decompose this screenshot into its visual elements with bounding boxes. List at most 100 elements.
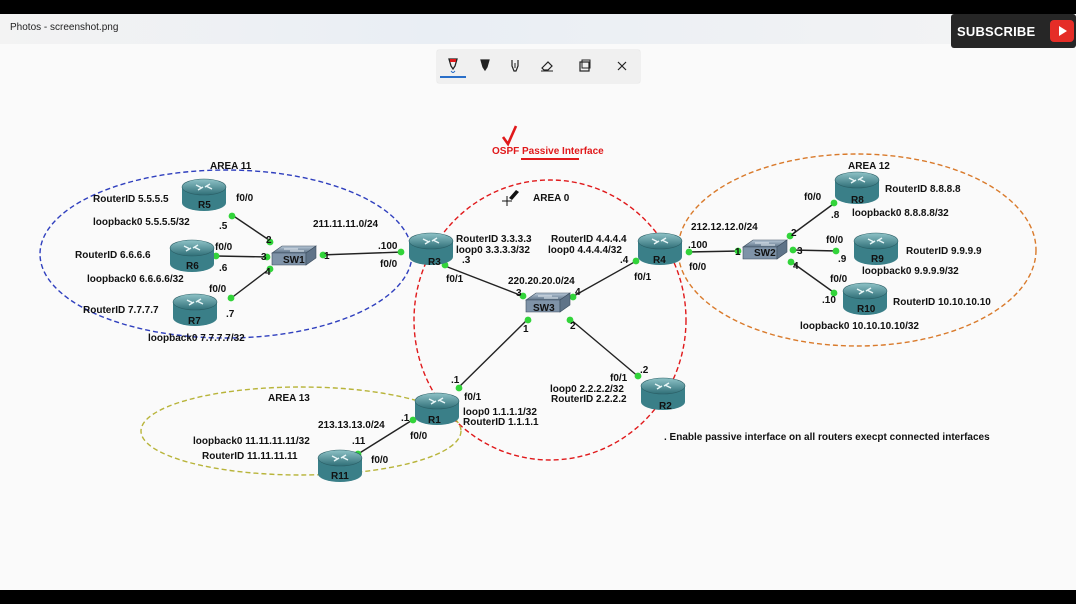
r1-ip-1: .1 (451, 375, 460, 386)
r11-name: R11 (331, 471, 349, 482)
r4-ip-4: .4 (620, 255, 629, 266)
r3-f00: f0/0 (380, 259, 398, 270)
window-title: Photos - screenshot.png (10, 22, 119, 33)
crop-icon (579, 59, 591, 72)
r4-ip-100: .100 (688, 240, 708, 251)
r7-interface: f0/0 (209, 284, 227, 295)
sw2-name: SW2 (754, 248, 776, 259)
diagram-title: OSPF Passive Interface (492, 146, 604, 157)
highlighter-tool[interactable] (502, 54, 528, 78)
r2-f01: f0/1 (610, 373, 628, 384)
link-r5-sw1 (231, 214, 273, 243)
r1-f01: f0/1 (464, 392, 482, 403)
r10-name: R10 (857, 304, 876, 315)
r3-name: R3 (428, 257, 441, 268)
r1-ip-1b: .1 (401, 413, 410, 424)
r11-router-id: RouterID 11.11.11.11 (202, 451, 298, 462)
sw2-port-4: 4 (793, 261, 799, 272)
title-bar: Photos - screenshot.png (0, 14, 1076, 44)
sw3-port-3: 3 (516, 288, 522, 299)
r6-ip: .6 (219, 263, 228, 274)
ballpoint-pen-tool[interactable] (440, 54, 466, 78)
highlighter-icon (511, 60, 519, 72)
r11-loopback: loopback0 11.11.11.11/32 (193, 436, 310, 447)
sw2-port-2: 2 (791, 228, 797, 239)
r6-loopback: loopback0 6.6.6.6/32 (87, 274, 184, 285)
sw1-port-1: 1 (324, 251, 330, 262)
r6-interface: f0/0 (215, 242, 233, 253)
close-toolbar-button[interactable] (609, 54, 635, 78)
r8-name: R8 (851, 195, 864, 206)
eraser-tool[interactable] (534, 54, 560, 78)
sw1-port-3: 3 (261, 252, 267, 263)
r3-loopback: loop0 3.3.3.3/32 (456, 245, 530, 256)
eraser-icon (541, 61, 553, 72)
crop-tool[interactable] (572, 54, 598, 78)
r4-loopback: loop0 4.4.4.4/32 (548, 245, 622, 256)
link-r3-sw3 (444, 265, 526, 298)
interface-dots (212, 199, 840, 458)
r8-loopback: loopback0 8.8.8.8/32 (852, 208, 949, 219)
r4-router-id: RouterID 4.4.4.4 (551, 234, 627, 245)
links (215, 201, 839, 455)
r5-router-id: RouterID 5.5.5.5 (93, 194, 169, 205)
r1-router-id: RouterID 1.1.1.1 (463, 417, 539, 428)
link-sw1-r3 (319, 251, 404, 256)
network-212-label: 212.12.12.0/24 (691, 222, 758, 233)
r9-interface: f0/0 (826, 235, 844, 246)
r4-f01: f0/1 (634, 272, 652, 283)
sw3-port-4: 4 (575, 287, 581, 298)
r6-name: R6 (186, 261, 199, 272)
checkmark-icon (501, 125, 518, 147)
link-r4-sw2 (686, 250, 741, 253)
r5-loopback: loopback0 5.5.5.5/32 (93, 217, 190, 228)
link-sw3-r2 (569, 318, 641, 379)
link-r6-sw1 (215, 255, 269, 258)
r9-ip: .9 (838, 254, 847, 265)
link-sw2-r9 (791, 249, 839, 252)
r1-loopback: loop0 1.1.1.1/32 (463, 407, 537, 418)
subscribe-label: SUBSCRIBE (957, 24, 1036, 39)
instruction-note: . Enable passive interface on all router… (664, 432, 990, 443)
r2-loopback: loop0 2.2.2.2/32 (550, 384, 624, 395)
area-13-boundary (140, 386, 462, 476)
r6-router-id: RouterID 6.6.6.6 (75, 250, 151, 261)
link-sw3-r1 (457, 318, 529, 389)
sw3-port-2: 2 (570, 321, 576, 332)
r5-name: R5 (198, 200, 211, 211)
r11-interface: f0/0 (371, 455, 389, 466)
subscribe-button[interactable]: SUBSCRIBE (951, 14, 1076, 48)
link-sw2-r8 (789, 201, 837, 237)
sw3-name: SW3 (533, 303, 555, 314)
sw1-name: SW1 (283, 255, 305, 266)
r9-name: R9 (871, 254, 884, 265)
pencil-tool[interactable] (472, 54, 498, 78)
link-r1-r11 (357, 418, 415, 455)
sw2-port-1: 1 (735, 247, 741, 258)
r10-interface: f0/0 (830, 274, 848, 285)
r4-name: R4 (653, 255, 666, 266)
area-0-boundary (413, 179, 687, 461)
photos-app-window: Photos - screenshot.png SUBSCRIBE (0, 14, 1076, 590)
r8-router-id: RouterID 8.8.8.8 (885, 184, 961, 195)
area-13-label: AREA 13 (268, 393, 310, 404)
r11-ip: .11 (352, 436, 366, 447)
r7-loopback: loopback0 7.7.7.7/32 (148, 333, 245, 344)
r10-loopback: loopback0 10.10.10.10/32 (800, 321, 919, 332)
ballpoint-pen-icon (448, 58, 458, 73)
pencil-icon (480, 59, 490, 72)
r7-router-id: RouterID 7.7.7.7 (83, 305, 159, 316)
link-sw2-r10 (789, 260, 837, 295)
r8-interface: f0/0 (804, 192, 822, 203)
r10-router-id: RouterID 10.10.10.10 (893, 297, 991, 308)
link-r7-sw1 (229, 266, 273, 300)
r1-name: R1 (428, 415, 441, 426)
markup-toolbar (437, 50, 640, 83)
r2-ip-2: .2 (640, 365, 649, 376)
sw2-port-3: 3 (797, 246, 803, 257)
area-11-label: AREA 11 (210, 161, 252, 172)
close-icon (617, 61, 627, 71)
network-213-label: 213.13.13.0/24 (318, 420, 385, 431)
sw1-port-2: 2 (266, 235, 272, 246)
pen-cursor-icon (502, 190, 519, 206)
